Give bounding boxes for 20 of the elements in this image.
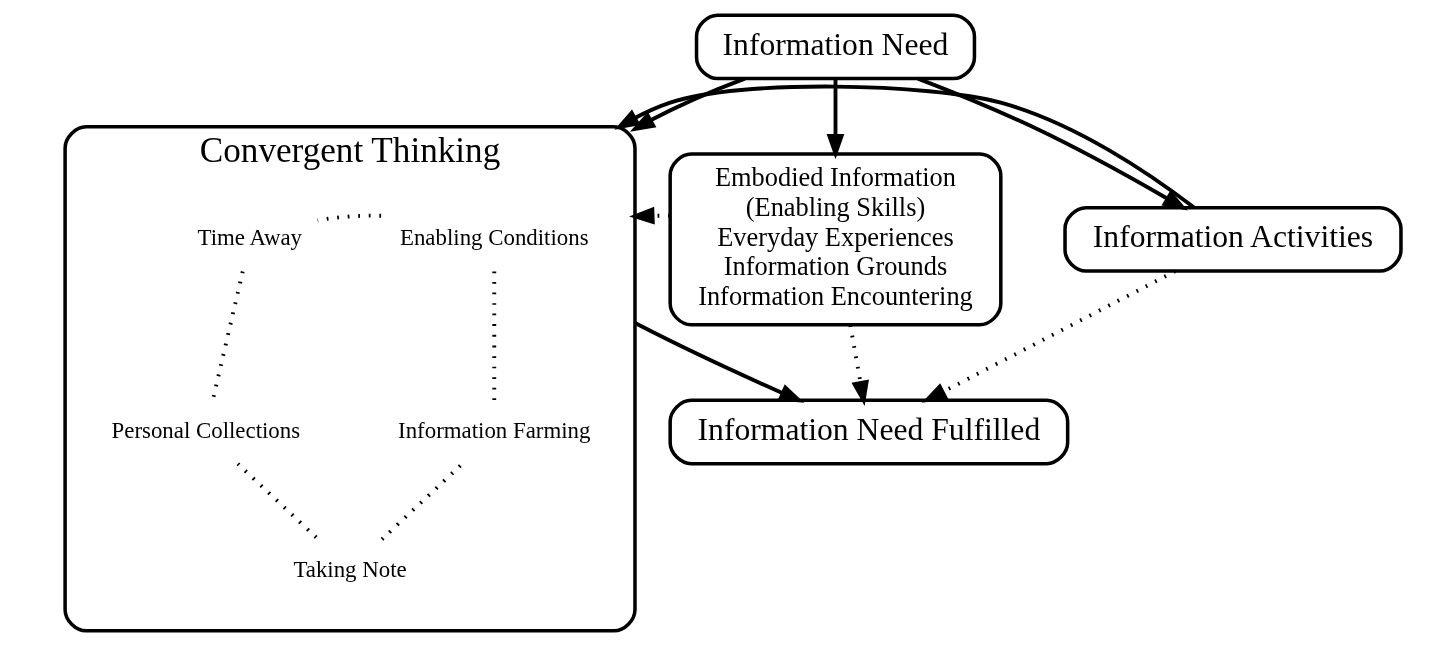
connector (380, 462, 464, 541)
arrow (826, 78, 844, 160)
connector (491, 271, 496, 400)
node-box: Information Need Fulfilled (667, 398, 1069, 466)
arrow (921, 269, 1176, 403)
node-text: Time Away (197, 225, 302, 251)
node-text: Enabling Conditions (399, 225, 589, 251)
node-text: Taking Note (292, 556, 407, 582)
node-text: Information Farming (397, 417, 590, 443)
node-text: Personal Collections (111, 417, 300, 443)
node-box: Embodied Information (Enabling Skills) Everyday Experiences Information Grounds Information Encountering (667, 152, 1003, 327)
arrow (916, 76, 1188, 211)
arrow (613, 84, 1195, 210)
arrow (633, 321, 804, 403)
arrow (629, 76, 745, 132)
node-box: Information Activities (1062, 206, 1403, 273)
node-box: Information Need (694, 13, 976, 81)
connector (316, 213, 381, 223)
connector (236, 462, 319, 541)
arrow (847, 324, 869, 407)
